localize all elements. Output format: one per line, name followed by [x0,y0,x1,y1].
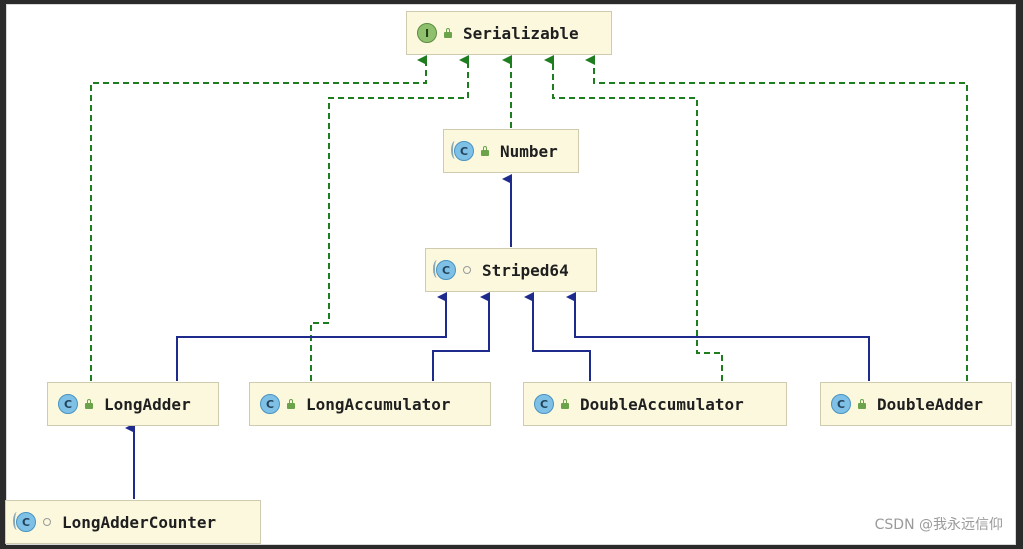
node-longaccumulator[interactable]: C LongAccumulator [249,382,491,426]
node-label: DoubleAdder [877,394,983,414]
node-label: LongAdder [104,394,191,414]
node-longaddercounter[interactable]: C LongAdderCounter [5,500,261,544]
package-private-icon [462,265,472,275]
abstract-class-icon: C [433,260,456,280]
edge-longadder-serializable [90,55,427,381]
class-icon: C [260,394,280,414]
node-serializable[interactable]: I Serializable [406,11,612,55]
node-label: LongAccumulator [306,394,451,414]
edge-longaccumulator-striped64 [432,292,490,381]
public-lock-icon [560,399,570,409]
class-icon: C [831,394,851,414]
public-lock-icon [480,146,490,156]
edge-doubleaccumulator-serializable [544,55,723,381]
node-number[interactable]: C Number [443,129,579,173]
public-lock-icon [286,399,296,409]
class-icon: C [58,394,78,414]
watermark: CSDN @我永远信仰 [874,517,1003,533]
node-label: DoubleAccumulator [580,394,744,414]
edge-doubleaccumulator-striped64 [524,292,591,381]
node-label: LongAdderCounter [62,512,217,532]
node-doubleadder[interactable]: C DoubleAdder [820,382,1012,426]
class-icon: C [13,512,36,532]
node-doubleaccumulator[interactable]: C DoubleAccumulator [523,382,787,426]
diagram-canvas: I Serializable C Number C Striped64 C Lo… [5,4,1016,545]
edges-layer [90,55,968,499]
node-striped64[interactable]: C Striped64 [425,248,597,292]
abstract-class-icon: C [451,141,474,161]
interface-icon: I [417,23,437,43]
node-longadder[interactable]: C LongAdder [47,382,219,426]
class-icon: C [534,394,554,414]
node-label: Striped64 [482,260,569,280]
public-lock-icon [443,28,453,38]
node-label: Number [500,141,558,161]
public-lock-icon [84,399,94,409]
edge-longadder-striped64 [176,292,447,381]
public-lock-icon [857,399,867,409]
edge-doubleadder-serializable [585,55,968,381]
edge-doubleadder-striped64 [566,292,870,381]
node-label: Serializable [463,23,579,43]
package-private-icon [42,517,52,527]
edge-longaccumulator-serializable [310,55,469,381]
